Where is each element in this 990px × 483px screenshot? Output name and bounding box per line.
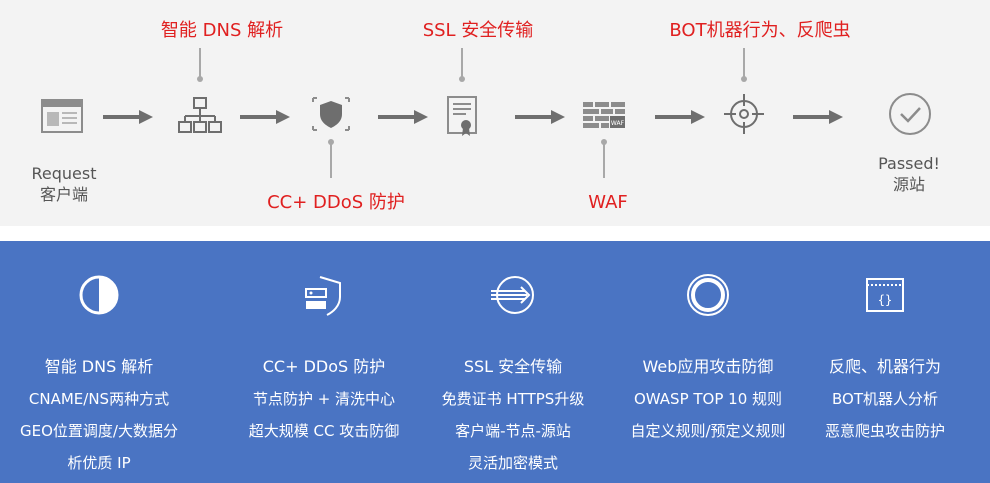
hierarchy-icon: [176, 92, 224, 140]
waf-flow-label: WAF: [588, 192, 628, 213]
feature-line: 析优质 IP: [67, 454, 131, 472]
passed-label-line2: 源站: [892, 175, 926, 194]
ssl-connector: [461, 48, 463, 78]
feature-line: 灵活加密模式: [467, 454, 558, 472]
feature-dns: 智能 DNS 解析 CNAME/NS两种方式 GEO位置调度/大数据分 析优质 …: [0, 241, 198, 483]
passed-label: Passed! 源站: [878, 153, 940, 195]
flow-arrow: [655, 110, 705, 124]
feature-waf-text: Web应用攻击防御 OWASP TOP 10 规则 自定义规则/预定义规则: [609, 351, 807, 447]
feature-title: Web应用攻击防御: [642, 357, 774, 376]
svg-text:WAF: WAF: [611, 120, 625, 127]
feature-line: 节点防护 + 清洗中心: [252, 390, 396, 408]
feature-ddos: CC+ DDoS 防护 节点防护 + 清洗中心 超大规模 CC 攻击防御: [225, 241, 423, 483]
firewall-icon: WAF: [580, 92, 628, 140]
passed-label-line1: Passed!: [878, 154, 940, 173]
feature-line: 自定义规则/预定义规则: [630, 422, 786, 440]
protection-flow-diagram: 智能 DNS 解析 SSL 安全传输 BOT机器行为、反爬虫 CC+ DDoS …: [0, 0, 990, 226]
ring-icon: [684, 271, 732, 319]
dns-connector-dot: [197, 76, 203, 82]
feature-line: 客户端-节点-源站: [455, 422, 571, 440]
code-window-icon: {}: [861, 271, 909, 319]
feature-waf: Web应用攻击防御 OWASP TOP 10 规则 自定义规则/预定义规则: [609, 241, 807, 483]
check-circle-icon: [886, 90, 934, 138]
waf-connector: [603, 142, 605, 178]
flow-arrow: [240, 110, 290, 124]
request-label: Request 客户端: [32, 163, 97, 205]
dns-flow-label: 智能 DNS 解析: [160, 20, 284, 41]
server-shield-icon: [300, 271, 348, 319]
flow-arrow: [793, 110, 843, 124]
ssl-flow-label: SSL 安全传输: [422, 20, 534, 41]
feature-bot-text: 反爬、机器行为 BOT机器人分析 恶意爬虫攻击防护: [786, 351, 984, 447]
ssl-connector-dot: [459, 76, 465, 82]
dns-connector: [199, 48, 201, 78]
ddos-flow-label: CC+ DDoS 防护: [267, 192, 405, 213]
bot-flow-label: BOT机器行为、反爬虫: [669, 20, 851, 41]
feature-ssl-text: SSL 安全传输 免费证书 HTTPS升级 客户端-节点-源站 灵活加密模式: [414, 351, 612, 479]
flow-arrow: [515, 110, 565, 124]
feature-panel: 智能 DNS 解析 CNAME/NS两种方式 GEO位置调度/大数据分 析优质 …: [0, 241, 990, 483]
feature-dns-text: 智能 DNS 解析 CNAME/NS两种方式 GEO位置调度/大数据分 析优质 …: [0, 351, 198, 479]
bot-connector-dot: [741, 76, 747, 82]
request-label-line1: Request: [31, 164, 97, 183]
feature-ssl: SSL 安全传输 免费证书 HTTPS升级 客户端-节点-源站 灵活加密模式: [414, 241, 612, 483]
feature-line: 超大规模 CC 攻击防御: [248, 422, 400, 440]
flow-arrow: [378, 110, 428, 124]
browser-window-icon: [38, 92, 86, 140]
feature-line: 免费证书 HTTPS升级: [441, 390, 585, 408]
svg-text:{}: {}: [878, 293, 892, 307]
crosshair-icon: [720, 90, 768, 138]
shield-icon: [307, 90, 355, 138]
feature-title: SSL 安全传输: [463, 357, 563, 376]
half-circle-icon: [75, 271, 123, 319]
bot-connector: [743, 48, 745, 78]
feature-title: 反爬、机器行为: [828, 357, 941, 376]
feature-line: BOT机器人分析: [832, 390, 938, 408]
feature-bot: {} 反爬、机器行为 BOT机器人分析 恶意爬虫攻击防护: [786, 241, 984, 483]
feature-title: 智能 DNS 解析: [44, 357, 154, 376]
transfer-circle-icon: [489, 271, 537, 319]
feature-ddos-text: CC+ DDoS 防护 节点防护 + 清洗中心 超大规模 CC 攻击防御: [225, 351, 423, 447]
ddos-connector: [330, 142, 332, 178]
request-label-line2: 客户端: [39, 185, 88, 204]
feature-line: CNAME/NS两种方式: [28, 390, 170, 408]
flow-arrow: [103, 110, 153, 124]
feature-title: CC+ DDoS 防护: [262, 357, 386, 376]
feature-line: OWASP TOP 10 规则: [633, 390, 783, 408]
feature-line: GEO位置调度/大数据分: [20, 422, 178, 440]
certificate-icon: [438, 92, 486, 140]
feature-line: 恶意爬虫攻击防护: [824, 422, 945, 440]
